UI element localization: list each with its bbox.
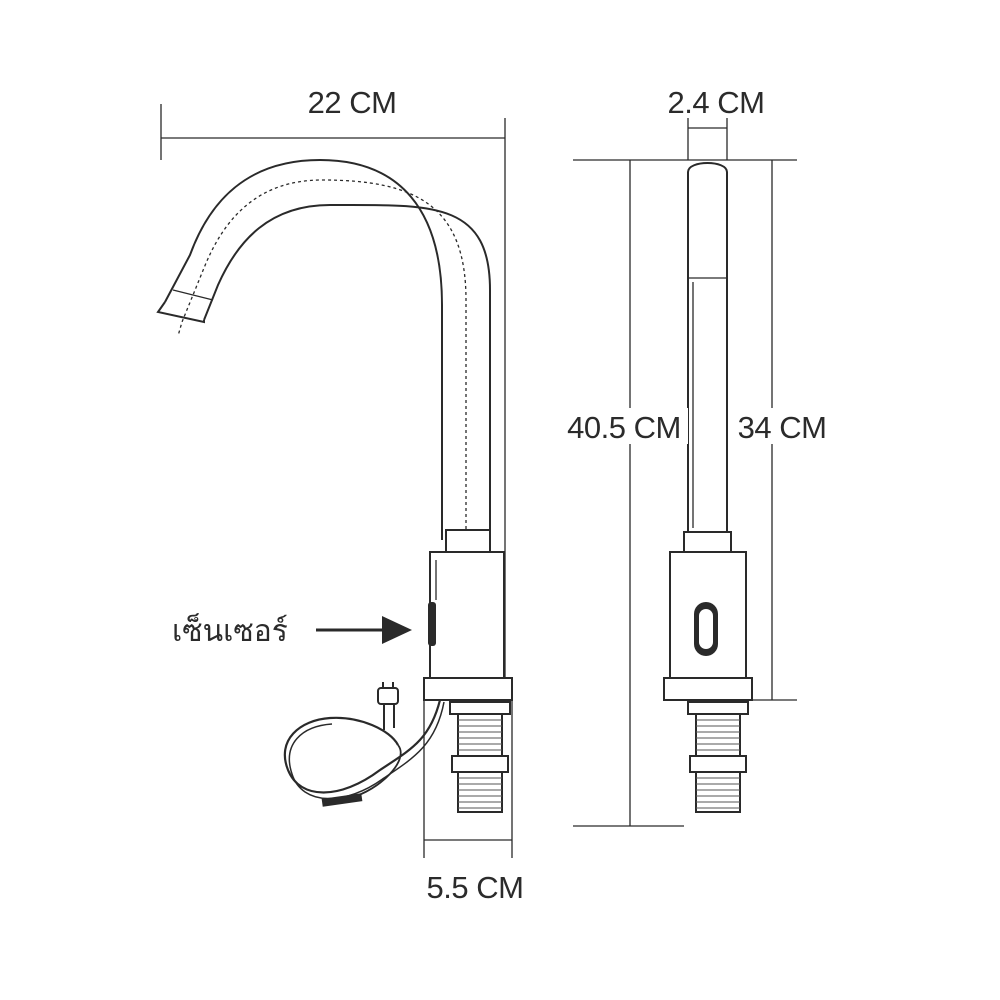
faucet-side-view: 22 CM [156,85,524,905]
sensor-body [429,551,505,679]
cable-connector [377,687,399,705]
dimension-body-height: 34 CM [732,160,832,701]
front-base-flange [663,677,753,701]
front-body [663,551,753,701]
dim-label-pipe-diameter: 2.4 CM [668,85,765,120]
dim-label-base-diameter: 5.5 CM [427,870,524,905]
sensor-label: เซ็นเซอร์ [172,612,288,649]
spout-inner-edge [203,203,491,540]
dim-label-total-height: 40.5 CM [567,410,681,445]
front-pipe [687,162,728,533]
dimension-spout-reach: 22 CM [160,85,506,690]
front-pipe-body [687,162,728,533]
shank-nut-top [449,701,511,715]
spout-nozzle-tip [156,301,205,324]
front-shank-thread-lower [695,771,741,813]
dimension-pipe-diameter: 2.4 CM [668,85,765,160]
front-collar [683,531,732,553]
faucet-front-view: 2.4 CM [567,85,832,827]
base-flange [423,677,513,701]
dimension-total-height: 40.5 CM [567,160,688,827]
shank-hex-nut [451,755,509,773]
mounting-shank-side [449,701,511,813]
spout-outer-edge [164,158,443,540]
faucet-body-side [423,551,513,701]
mounting-shank-front [687,701,749,813]
sensor-cable [283,682,445,807]
spout-collar [445,529,491,553]
front-shank-hex-nut [689,755,747,773]
spout-centerline [177,179,467,535]
dimension-base-diameter: 5.5 CM [423,700,524,905]
cable-sleeve [321,793,363,807]
sensor-window-side [428,602,436,646]
dim-label-body-height: 34 CM [738,410,827,445]
sensor-window-inner [699,609,713,649]
shank-thread-lower [457,771,503,813]
faucet-spout [156,158,491,540]
dim-label-bg-body [732,408,832,444]
sensor-callout: เซ็นเซอร์ [172,612,412,649]
front-shank-nut-top [687,701,749,715]
spout-nozzle-ring [172,289,214,301]
front-shank-thread-upper [695,713,741,757]
dim-label-spout-reach: 22 CM [308,85,397,120]
arrow-right-icon [316,616,412,644]
dim-label-bg-total [592,408,688,444]
